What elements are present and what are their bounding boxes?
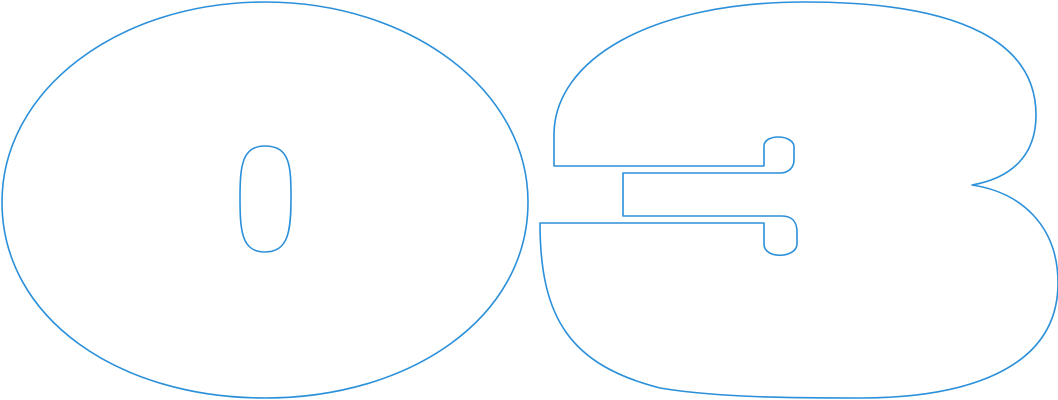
digit-zero-label: 0: [0, 0, 10, 4]
digit-three-label: 3: [0, 0, 10, 4]
digit-zero-inner: [239, 145, 292, 253]
digit-three-outer: [539, 1, 1058, 399]
digit-zero: 0: [0, 0, 529, 399]
digit-zero-outer: [1, 1, 529, 399]
